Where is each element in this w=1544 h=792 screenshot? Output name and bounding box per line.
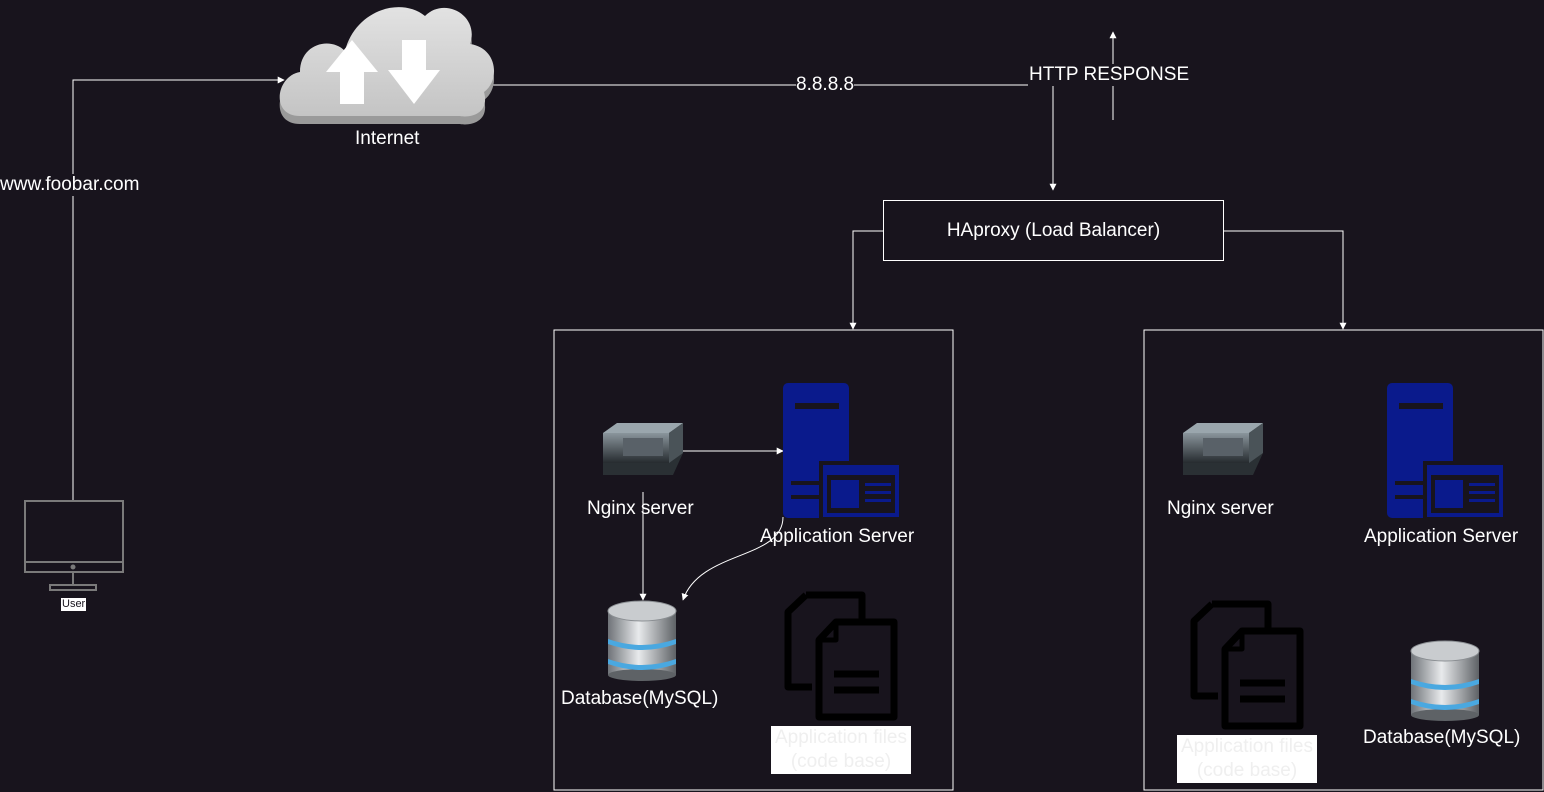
- server2-files-line1: Application files: [1180, 736, 1314, 757]
- internet-cloud-icon: [279, 7, 495, 125]
- server1-files-label: Application files (code base): [771, 726, 911, 774]
- server1-app-label: Application Server: [760, 526, 915, 547]
- lb-to-server2-arrow: [1223, 230, 1347, 330]
- server2-files-label: Application files (code base): [1177, 735, 1317, 783]
- server1-nginx-label: Nginx server: [587, 498, 694, 519]
- server2-nginx-icon: [1183, 423, 1263, 475]
- server1-container: [553, 329, 954, 791]
- internet-label: Internet: [355, 128, 420, 149]
- server2-nginx-label: Nginx server: [1167, 498, 1274, 519]
- lb-to-server1-arrow: [849, 230, 883, 330]
- user-label: User: [61, 598, 87, 611]
- server2-app-server-icon: [1387, 383, 1505, 519]
- server2-files-icon: [1190, 600, 1304, 730]
- server2-db-label: Database(MySQL): [1363, 727, 1521, 748]
- server2-database-icon: [1410, 640, 1480, 721]
- server1-app-server-icon: [783, 383, 901, 519]
- user-to-internet-line: [72, 76, 285, 500]
- server1-files-icon: [784, 591, 898, 721]
- server2-app-label: Application Server: [1364, 526, 1519, 547]
- app-to-db-arrow: [681, 516, 784, 601]
- ip-label: 8.8.8.8: [796, 74, 855, 96]
- load-balancer-box: HAproxy (Load Balancer): [883, 200, 1224, 261]
- server2-container: [1143, 329, 1544, 791]
- load-balancer-label: HAproxy (Load Balancer): [946, 219, 1161, 241]
- user-monitor-icon: [24, 500, 124, 591]
- domain-label: www.foobar.com: [0, 174, 140, 196]
- server2-files-line2: (code base): [1196, 760, 1298, 781]
- server1-files-line2: (code base): [790, 751, 892, 772]
- server1-nginx-icon: [603, 423, 683, 475]
- server1-database-icon: [607, 600, 677, 681]
- server1-files-line1: Application files: [774, 727, 908, 748]
- http-response-label: HTTP RESPONSE: [1029, 64, 1190, 86]
- server1-db-label: Database(MySQL): [561, 688, 719, 709]
